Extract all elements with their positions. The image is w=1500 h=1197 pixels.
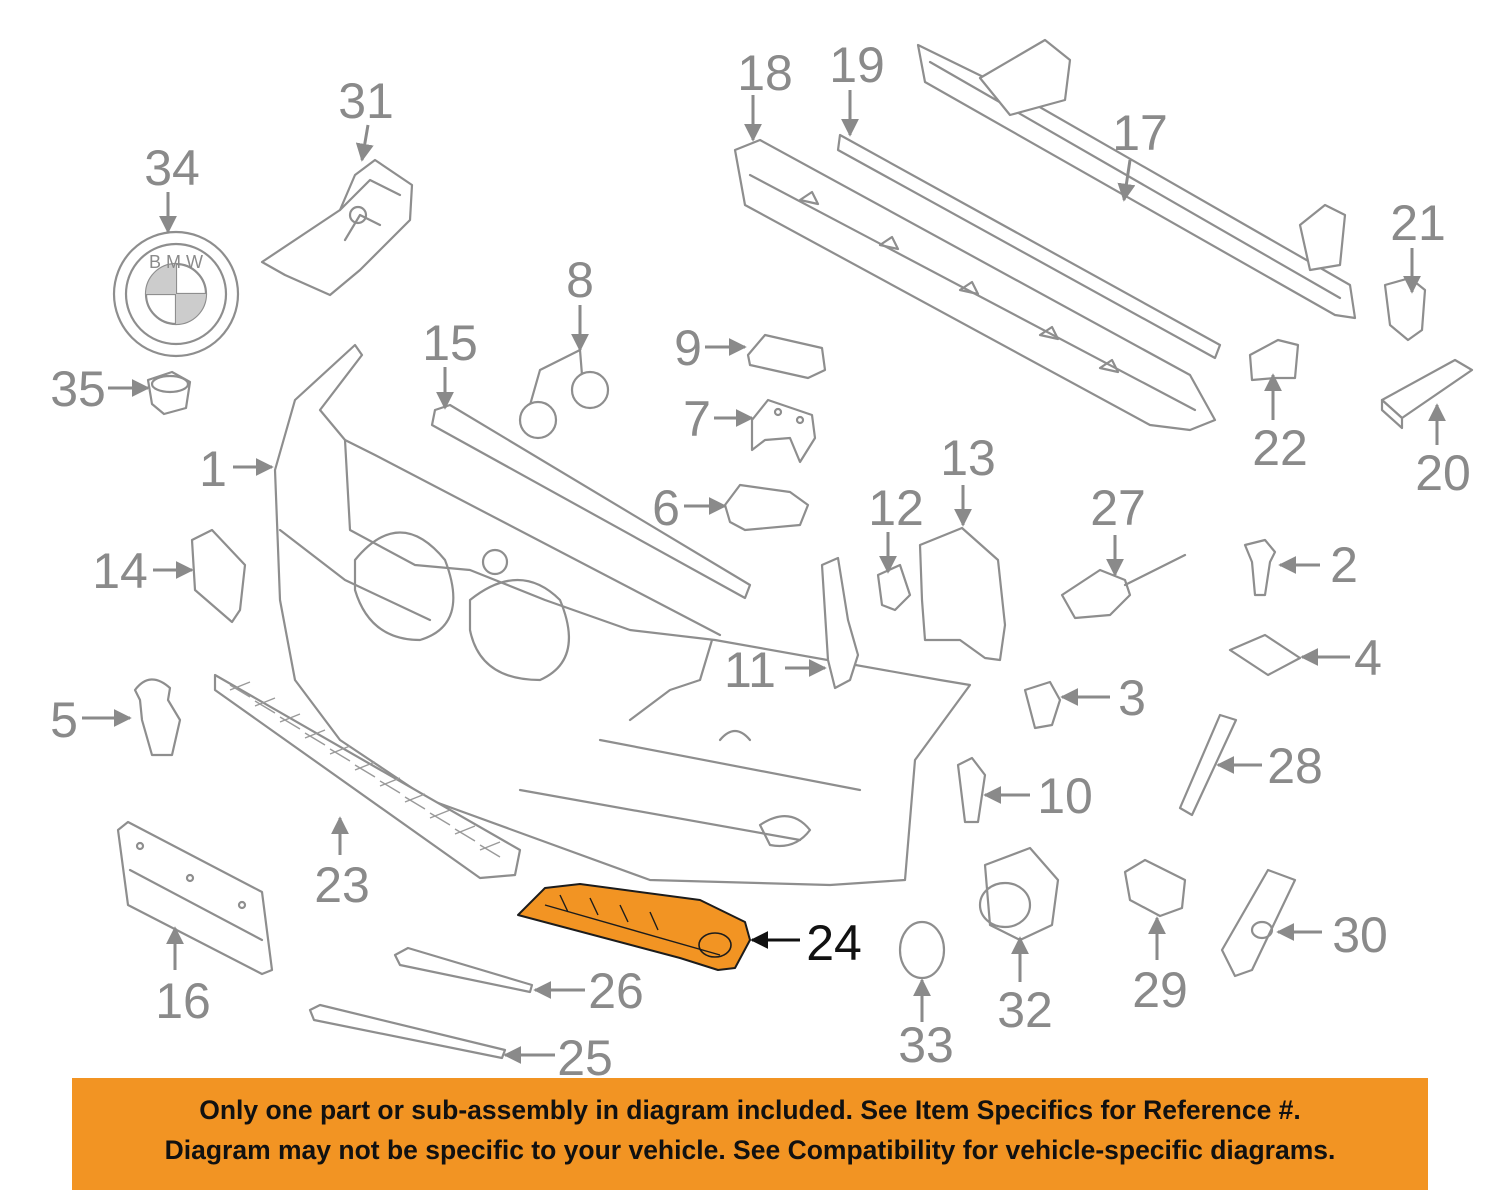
part-6-guide xyxy=(723,483,810,532)
callout-4: 4 xyxy=(1354,630,1382,686)
part-2-bolt xyxy=(1243,538,1277,597)
part-12-clip xyxy=(876,563,912,612)
callout-29: 29 xyxy=(1132,962,1188,1018)
callout-13: 13 xyxy=(940,430,996,486)
part-22-bracket xyxy=(1248,338,1300,382)
callout-35: 35 xyxy=(50,361,106,417)
parts-diagram: B M W xyxy=(50,37,1474,1080)
callout-16: 16 xyxy=(155,973,211,1029)
leader-arrows xyxy=(82,90,1446,1064)
callout-31: 31 xyxy=(338,73,394,129)
callout-labels: 31 34 35 8 9 7 6 15 1 14 5 23 16 26 25 2… xyxy=(50,37,1471,1080)
part-4-nut-clip xyxy=(1228,633,1302,677)
part-25-strip xyxy=(308,1003,507,1060)
part-3-clip xyxy=(1023,680,1062,730)
callout-2: 2 xyxy=(1330,537,1358,593)
part-7-bracket xyxy=(750,398,817,464)
callout-33: 33 xyxy=(898,1017,954,1073)
callout-20: 20 xyxy=(1415,445,1471,501)
callout-3: 3 xyxy=(1118,670,1146,726)
callout-28: 28 xyxy=(1267,738,1323,794)
part-20-foam-block xyxy=(1380,358,1474,430)
part-8-bracket xyxy=(518,348,610,440)
callout-22: 22 xyxy=(1252,420,1308,476)
callout-32: 32 xyxy=(997,982,1053,1038)
part-30-bracket xyxy=(1220,868,1297,978)
callout-1: 1 xyxy=(199,441,227,497)
callout-8: 8 xyxy=(566,252,594,308)
part-5-push-pin xyxy=(133,678,182,757)
emblem-text: B M W xyxy=(149,252,203,272)
callout-17: 17 xyxy=(1112,105,1168,161)
callout-19: 19 xyxy=(829,37,885,93)
part-1-bumper-cover xyxy=(273,343,972,887)
part-32-park-sensor xyxy=(978,846,1060,942)
part-35-clip xyxy=(146,370,192,416)
callout-21: 21 xyxy=(1390,195,1446,251)
part-27-sensor xyxy=(1060,553,1187,620)
callout-15: 15 xyxy=(422,315,478,371)
part-9-cap xyxy=(746,333,827,380)
part-26-strip xyxy=(393,946,534,994)
part-23-grille xyxy=(213,673,522,880)
callout-27: 27 xyxy=(1090,480,1146,536)
callout-10: 10 xyxy=(1037,768,1093,824)
callout-24: 24 xyxy=(806,915,862,971)
disclaimer-line-2: Diagram may not be specific to your vehi… xyxy=(164,1135,1336,1165)
callout-7: 7 xyxy=(683,391,711,447)
callout-34: 34 xyxy=(144,140,200,196)
part-17-bumper-carrier xyxy=(916,38,1357,320)
callout-6: 6 xyxy=(652,480,680,536)
part-28-strip xyxy=(1178,713,1238,817)
part-29-sensor xyxy=(1123,858,1187,918)
part-13-bracket xyxy=(918,526,1007,662)
part-34-emblem: B M W xyxy=(112,230,240,358)
part-31-bracket xyxy=(260,158,414,297)
part-33-cap xyxy=(898,920,946,980)
disclaimer-banner: Only one part or sub-assembly in diagram… xyxy=(72,1078,1428,1190)
callout-23: 23 xyxy=(314,857,370,913)
callout-9: 9 xyxy=(674,320,702,376)
disclaimer-line-1: Only one part or sub-assembly in diagram… xyxy=(199,1095,1301,1125)
callout-25: 25 xyxy=(557,1030,613,1080)
part-21-clip xyxy=(1383,276,1427,342)
callout-18: 18 xyxy=(737,45,793,101)
callout-26: 26 xyxy=(588,963,644,1019)
callout-12: 12 xyxy=(868,480,924,536)
callout-14: 14 xyxy=(92,543,148,599)
part-19-strip xyxy=(836,133,1222,360)
callout-11: 11 xyxy=(724,642,776,698)
callout-5: 5 xyxy=(50,692,78,748)
callout-30: 30 xyxy=(1332,907,1388,963)
part-24-trim-highlighted xyxy=(517,883,751,971)
part-10-bracket xyxy=(956,756,987,824)
part-16-license-bracket xyxy=(116,820,274,976)
part-11-bracket xyxy=(820,556,860,690)
part-18-impact-absorber xyxy=(733,138,1217,432)
part-14-bracket xyxy=(190,528,247,624)
